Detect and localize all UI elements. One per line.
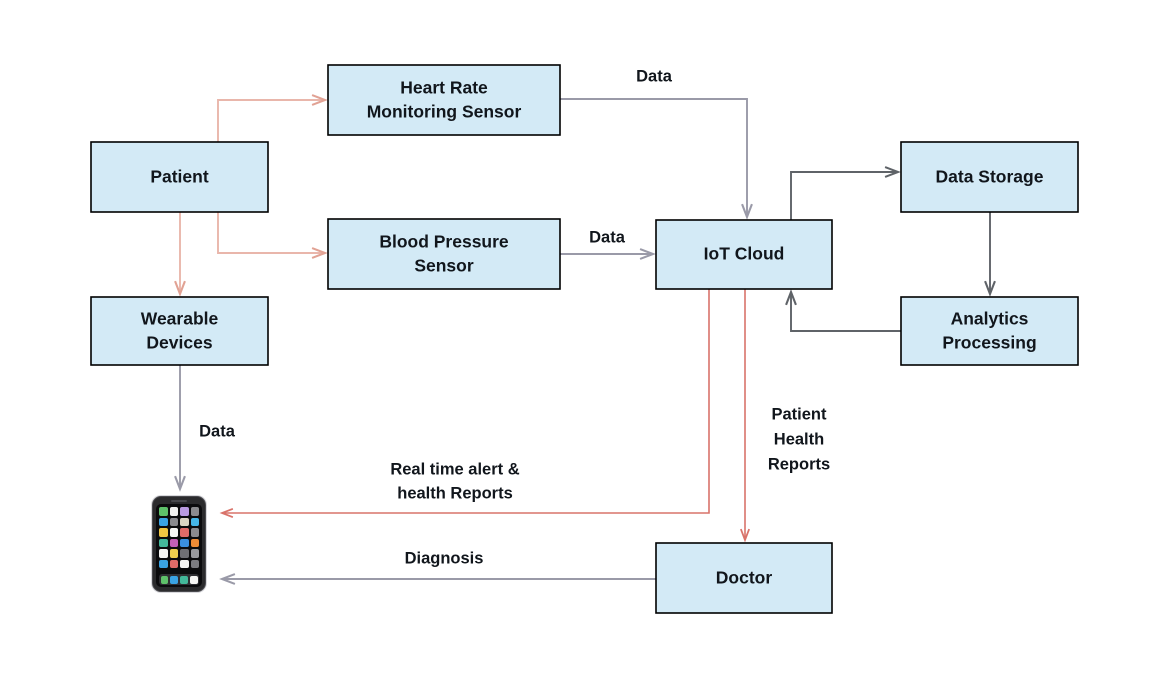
edge-iot-cloud-to-smartphone bbox=[222, 289, 710, 513]
node-iot-cloud-label: IoT Cloud bbox=[704, 244, 785, 264]
smartphone-screen bbox=[156, 504, 202, 587]
edge-heart-rate-to-iot-cloud bbox=[560, 98, 747, 217]
app-icon[interactable] bbox=[190, 507, 199, 516]
app-icon[interactable] bbox=[159, 559, 168, 568]
app-icon[interactable] bbox=[180, 559, 189, 568]
node-data-storage-label: Data Storage bbox=[936, 167, 1044, 187]
node-heart-rate-label-line1: Heart Rate bbox=[400, 78, 488, 98]
app-icon[interactable] bbox=[159, 549, 168, 558]
edge-label-diagnosis: Diagnosis bbox=[405, 549, 484, 567]
edge-iot-cloud-to-data-storage bbox=[790, 172, 898, 220]
edge-label-reports-line1: Patient bbox=[771, 405, 827, 423]
app-icon[interactable] bbox=[169, 559, 178, 568]
node-doctor-label: Doctor bbox=[716, 568, 773, 588]
smartphone-body bbox=[152, 496, 206, 592]
edge-label-data-left: Data bbox=[199, 422, 236, 440]
node-patient-label: Patient bbox=[150, 167, 209, 187]
edge-label-data-top: Data bbox=[636, 67, 673, 85]
node-heart-rate-sensor[interactable]: Heart Rate Monitoring Sensor bbox=[327, 64, 561, 136]
node-blood-pressure-label-line2: Sensor bbox=[414, 256, 474, 276]
node-patient[interactable]: Patient bbox=[90, 141, 269, 213]
app-icon[interactable] bbox=[190, 517, 199, 526]
smartphone-dock bbox=[159, 574, 199, 585]
node-heart-rate-label-line2: Monitoring Sensor bbox=[367, 102, 522, 122]
node-analytics-label-line2: Processing bbox=[942, 333, 1036, 353]
app-icon[interactable] bbox=[190, 538, 199, 547]
dock-app-icon[interactable] bbox=[189, 575, 198, 584]
edge-patient-to-heart-rate bbox=[217, 100, 325, 142]
smartphone-app-grid bbox=[159, 507, 199, 568]
smartphone-speaker bbox=[171, 500, 187, 502]
edge-label-realtime-line2: health Reports bbox=[397, 484, 513, 502]
app-icon[interactable] bbox=[180, 528, 189, 537]
app-icon[interactable] bbox=[190, 528, 199, 537]
app-icon[interactable] bbox=[159, 528, 168, 537]
node-analytics-label-line1: Analytics bbox=[951, 309, 1029, 329]
app-icon[interactable] bbox=[169, 517, 178, 526]
app-icon[interactable] bbox=[159, 517, 168, 526]
dock-app-icon[interactable] bbox=[180, 575, 188, 584]
node-blood-pressure-sensor[interactable]: Blood Pressure Sensor bbox=[327, 218, 561, 290]
app-icon[interactable] bbox=[180, 517, 189, 526]
app-icon[interactable] bbox=[190, 559, 199, 568]
app-icon[interactable] bbox=[180, 549, 189, 558]
app-icon[interactable] bbox=[180, 507, 189, 516]
node-wearable-devices[interactable]: Wearable Devices bbox=[90, 296, 269, 366]
app-icon[interactable] bbox=[169, 538, 178, 547]
node-doctor[interactable]: Doctor bbox=[655, 542, 833, 614]
app-icon[interactable] bbox=[169, 549, 178, 558]
edge-label-realtime-line1: Real time alert & bbox=[390, 460, 519, 478]
edge-patient-to-blood-pressure bbox=[217, 212, 325, 253]
node-smartphone[interactable] bbox=[152, 496, 206, 592]
dock-app-icon[interactable] bbox=[160, 575, 169, 584]
node-blood-pressure-label-line1: Blood Pressure bbox=[379, 232, 509, 252]
app-icon[interactable] bbox=[159, 507, 168, 516]
edge-label-reports-line2: Health bbox=[774, 430, 824, 448]
node-iot-cloud[interactable]: IoT Cloud bbox=[655, 219, 833, 290]
app-icon[interactable] bbox=[190, 549, 199, 558]
node-analytics-processing[interactable]: Analytics Processing bbox=[900, 296, 1079, 366]
edge-label-data-mid: Data bbox=[589, 228, 626, 246]
edge-analytics-to-iot-cloud bbox=[791, 292, 901, 332]
app-icon[interactable] bbox=[169, 507, 178, 516]
node-wearable-label-line1: Wearable bbox=[141, 309, 219, 329]
app-icon[interactable] bbox=[169, 528, 178, 537]
node-data-storage[interactable]: Data Storage bbox=[900, 141, 1079, 213]
edge-label-reports-line3: Reports bbox=[768, 455, 830, 473]
app-icon[interactable] bbox=[180, 538, 189, 547]
node-wearable-label-line2: Devices bbox=[146, 333, 212, 353]
dock-app-icon[interactable] bbox=[170, 575, 178, 584]
app-icon[interactable] bbox=[159, 538, 168, 547]
